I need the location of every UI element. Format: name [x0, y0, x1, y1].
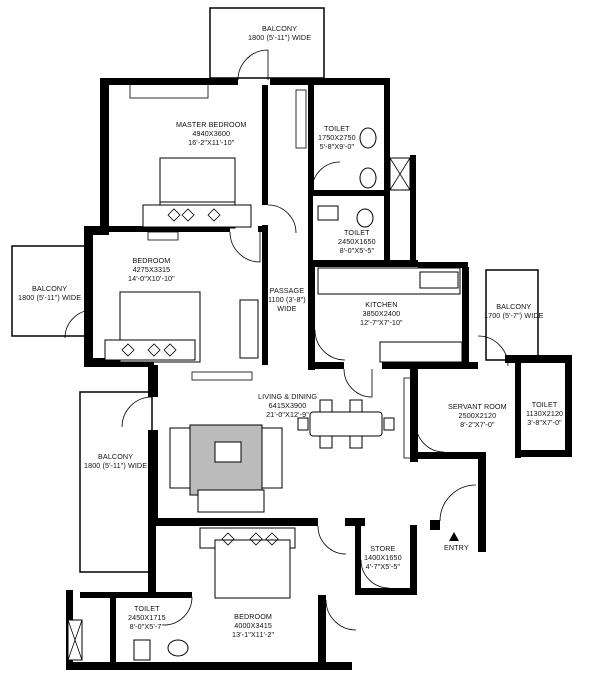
store-label: STORE 1400X1650 4'-7"X5'-5"	[364, 544, 402, 571]
dining-table	[297, 399, 395, 449]
balcony-left-label: BALCONY 1800 (5'-11") WIDE	[18, 284, 82, 302]
living-dining-label: LIVING & DINING 6415X3900 21'-0"X12'-9"	[258, 392, 318, 419]
bedroom3-label: BEDROOM 4000X3415 13'-1"X11'-2"	[232, 612, 275, 639]
toilet-servant-label: TOILET 1130X2120 3'-8"X7'-0"	[526, 400, 564, 427]
entry-arrow-icon	[449, 532, 459, 541]
master-bed	[142, 157, 252, 229]
entry-label: ENTRY	[444, 543, 469, 552]
toilet-second-label: TOILET 2450X1650 8'-0"X5'-5"	[338, 228, 376, 255]
balcony-living-outline	[79, 391, 153, 573]
passage-label: PASSAGE 1100 (3'-8") WIDE	[268, 286, 306, 313]
bedroom2-label: BEDROOM 4275X3315 14'-0"X10'-10"	[128, 256, 175, 283]
living-sofa-set	[169, 424, 283, 513]
door-swings	[64, 49, 509, 631]
bedroom3-bed	[199, 527, 296, 599]
toilet-bottom-label: TOILET 2450X1715 8'-0"X5'-7"	[128, 604, 166, 631]
kitchen-counter	[317, 267, 463, 363]
servant-room-label: SERVANT ROOM 2500X2120 8'-2"X7'-0"	[448, 402, 507, 429]
walls	[66, 78, 572, 670]
toilet-fixtures	[67, 127, 411, 661]
bedroom2-bed	[104, 291, 259, 363]
balcony-top-outline	[209, 7, 325, 79]
balcony-living-label: BALCONY 1800 (5'-11") WIDE	[84, 452, 148, 470]
toilet-master-label: TOILET 1750X2750 5'-8"X9'-0"	[318, 124, 356, 151]
kitchen-label: KITCHEN 3850X2400 12'-7"X7'-10"	[360, 300, 403, 327]
balcony-kitchen-label: BALCONY 1700 (5'-7") WIDE	[484, 302, 544, 320]
balcony-top-label: BALCONY 1800 (5'-11") WIDE	[248, 24, 312, 42]
windows	[129, 83, 413, 459]
master-bedroom-label: MASTER BEDROOM 4940X3600 16'-2"X11'-10"	[176, 120, 247, 147]
